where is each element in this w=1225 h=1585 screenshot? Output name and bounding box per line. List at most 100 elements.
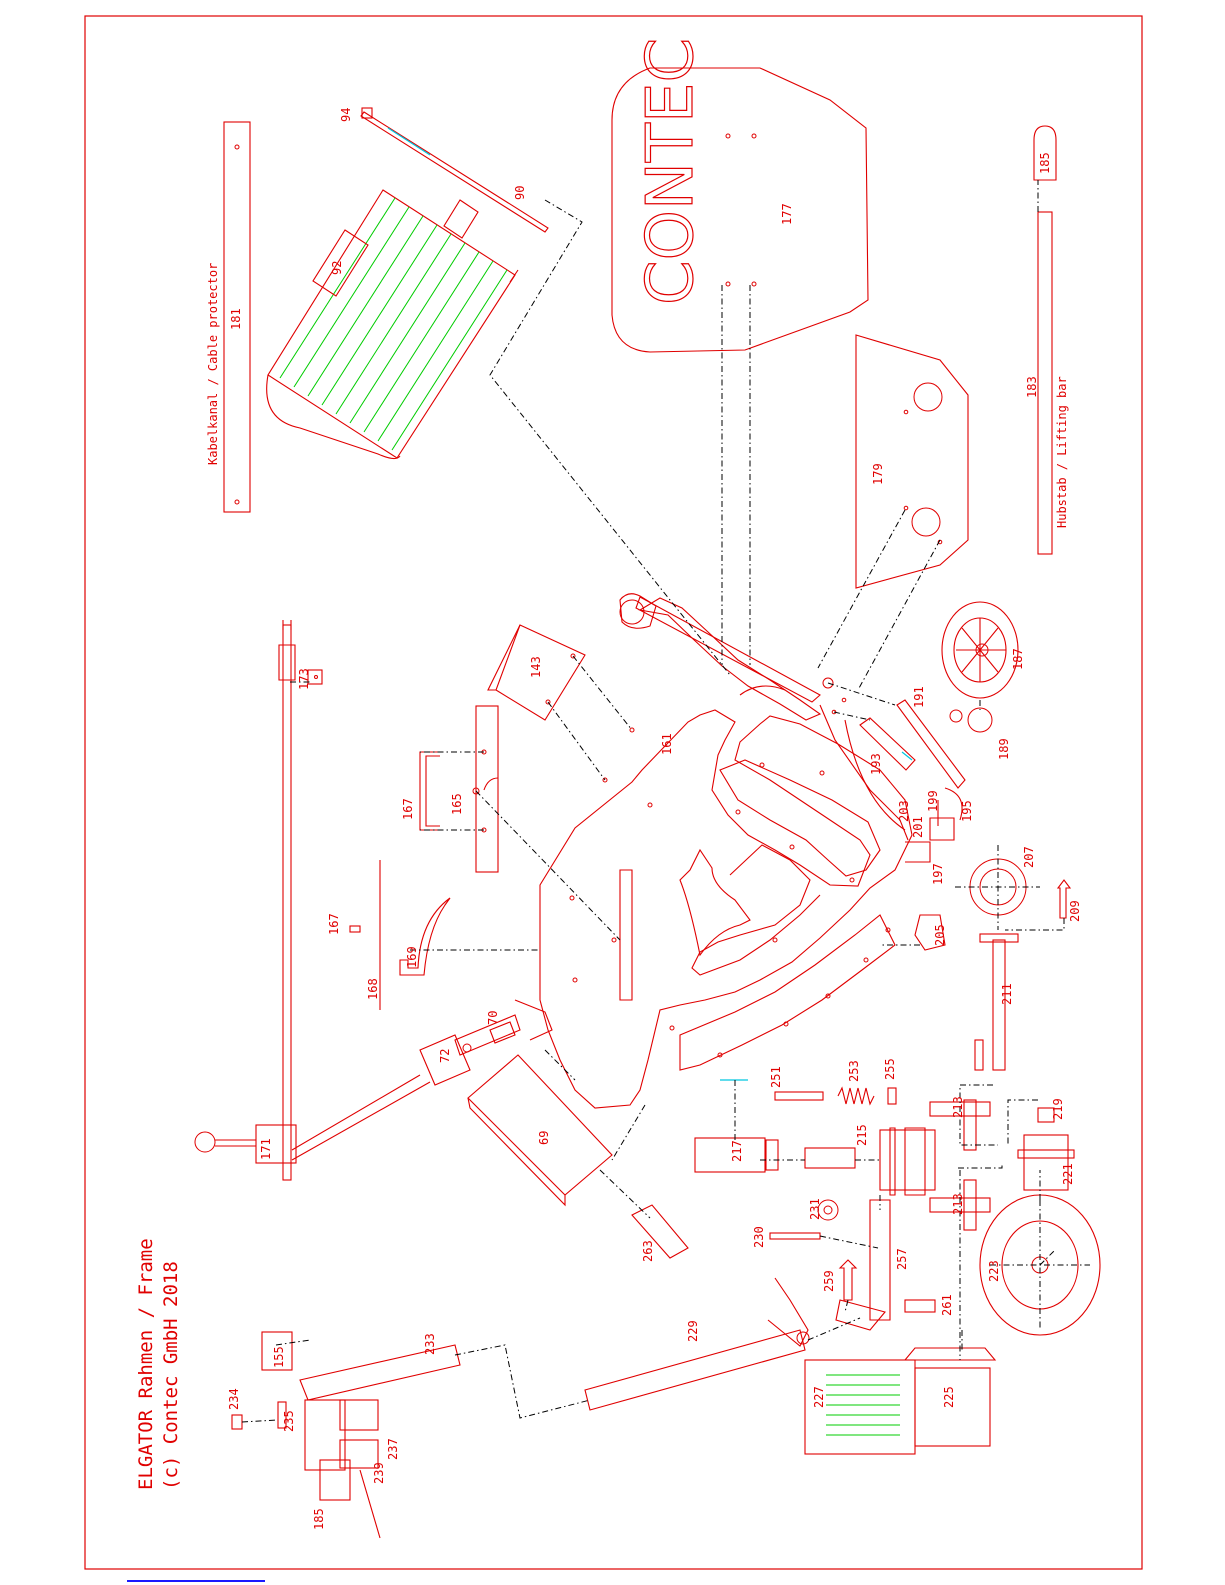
main-frame-161	[539, 593, 913, 1109]
part-number: 191	[912, 686, 926, 708]
part-number: 187	[1011, 648, 1025, 670]
cable-protector-181	[223, 121, 251, 513]
part-number: 90	[513, 186, 527, 200]
part-number: 183	[1025, 376, 1039, 398]
part-number: 257	[895, 1248, 909, 1270]
part-numbers: 69 70 72 90 92 94 143 155 161 165 167 16…	[227, 108, 1082, 1530]
part-number: 201	[911, 816, 925, 838]
cylinder-217	[694, 1079, 856, 1173]
part-number: 70	[486, 1011, 500, 1025]
part-number: 203	[897, 800, 911, 822]
part-number: 230	[752, 1226, 766, 1248]
motor-227	[804, 1347, 997, 1455]
part-number: 213	[951, 1096, 965, 1118]
bracket-143	[487, 624, 586, 721]
part-number: 155	[272, 1346, 286, 1368]
part-number: 253	[847, 1060, 861, 1082]
part-number: 213	[951, 1193, 965, 1215]
plate-69	[467, 1054, 613, 1207]
part-number: 197	[931, 863, 945, 885]
hub-221	[1017, 1107, 1075, 1191]
part-number: 207	[1022, 846, 1036, 868]
spring-253	[774, 1086, 897, 1106]
frame-strip	[635, 596, 821, 703]
part-number: 219	[1051, 1098, 1065, 1120]
axle-211	[974, 933, 1019, 1071]
ring-207	[955, 845, 1040, 930]
washer-189	[949, 707, 993, 733]
part-number: 195	[960, 800, 974, 822]
plate-165	[419, 705, 499, 873]
block-205	[914, 914, 946, 951]
cover-plate-177: CONTEC	[611, 37, 869, 353]
footer-link-bar[interactable]	[127, 1580, 265, 1582]
bracket-191	[844, 699, 966, 831]
part-number: 179	[871, 463, 885, 485]
lifting-bar-183	[1033, 125, 1057, 555]
part-number: 193	[869, 753, 883, 775]
wheel-187	[941, 601, 1019, 699]
part-number: 237	[386, 1438, 400, 1460]
part-number: 177	[780, 203, 794, 225]
latch-263	[631, 1204, 689, 1259]
part-number: 227	[812, 1386, 826, 1408]
part-number: 221	[1061, 1163, 1075, 1185]
part-number: 173	[297, 668, 311, 690]
part-number: 209	[1068, 900, 1082, 922]
part-number: 171	[259, 1138, 273, 1160]
part-number: 223	[987, 1260, 1001, 1282]
cylinder-72	[291, 999, 553, 1161]
part-number: 239	[372, 1462, 386, 1484]
part-number: 143	[529, 656, 543, 678]
brand-logo: CONTEC	[634, 38, 708, 305]
motor-92	[266, 189, 519, 460]
part-number: 205	[933, 924, 947, 946]
part-number: 215	[855, 1124, 869, 1146]
lever-171	[194, 620, 323, 1181]
rod-90-94	[360, 107, 549, 233]
part-number: 251	[769, 1066, 783, 1088]
plate-179	[855, 334, 969, 589]
part-number: 231	[808, 1198, 822, 1220]
part-number: 69	[537, 1131, 551, 1145]
part-number: 167	[401, 798, 415, 820]
part-number: 94	[339, 108, 353, 122]
part-number: 235	[282, 1410, 296, 1432]
part-number: 211	[1000, 983, 1014, 1005]
pin-209	[1056, 879, 1072, 919]
part-number: 199	[926, 790, 940, 812]
part-number: 233	[423, 1333, 437, 1355]
assembly-leaders	[241, 180, 1065, 1423]
title-block: ELGATOR Rahmen / Frame (c) Contec GmbH 2…	[135, 1238, 182, 1490]
part-number: 259	[822, 1270, 836, 1292]
part-number: 169	[405, 946, 419, 968]
bracket-233	[231, 1331, 461, 1539]
fork-215	[879, 1099, 991, 1231]
part-number: 225	[942, 1386, 956, 1408]
part-number: 217	[730, 1140, 744, 1162]
part-number: 165	[450, 793, 464, 815]
part-number: 167	[327, 913, 341, 935]
parts-195-203	[905, 787, 963, 863]
part-number: 189	[997, 738, 1011, 760]
part-number: 185	[312, 1508, 326, 1530]
cable-protector-label: Kabelkanal / Cable protector	[206, 263, 220, 465]
part-number: 229	[686, 1320, 700, 1342]
part-number: 263	[641, 1240, 655, 1262]
hook-169	[349, 860, 451, 1010]
part-number: 181	[229, 308, 243, 330]
title-line-1: ELGATOR Rahmen / Frame	[135, 1238, 157, 1490]
part-number: 168	[366, 978, 380, 1000]
part-number: 92	[330, 261, 344, 275]
part-number: 234	[227, 1388, 241, 1410]
part-number: 255	[883, 1058, 897, 1080]
arm-229	[584, 1277, 810, 1411]
links-257	[769, 1199, 936, 1331]
title-line-2: (c) Contec GmbH 2018	[160, 1261, 182, 1490]
part-number: 185	[1038, 152, 1052, 174]
part-number: 72	[438, 1049, 452, 1063]
drawing-border	[84, 15, 1143, 1570]
lifting-bar-label: Hubstab / Lifting bar	[1055, 376, 1069, 528]
part-number: 261	[940, 1294, 954, 1316]
